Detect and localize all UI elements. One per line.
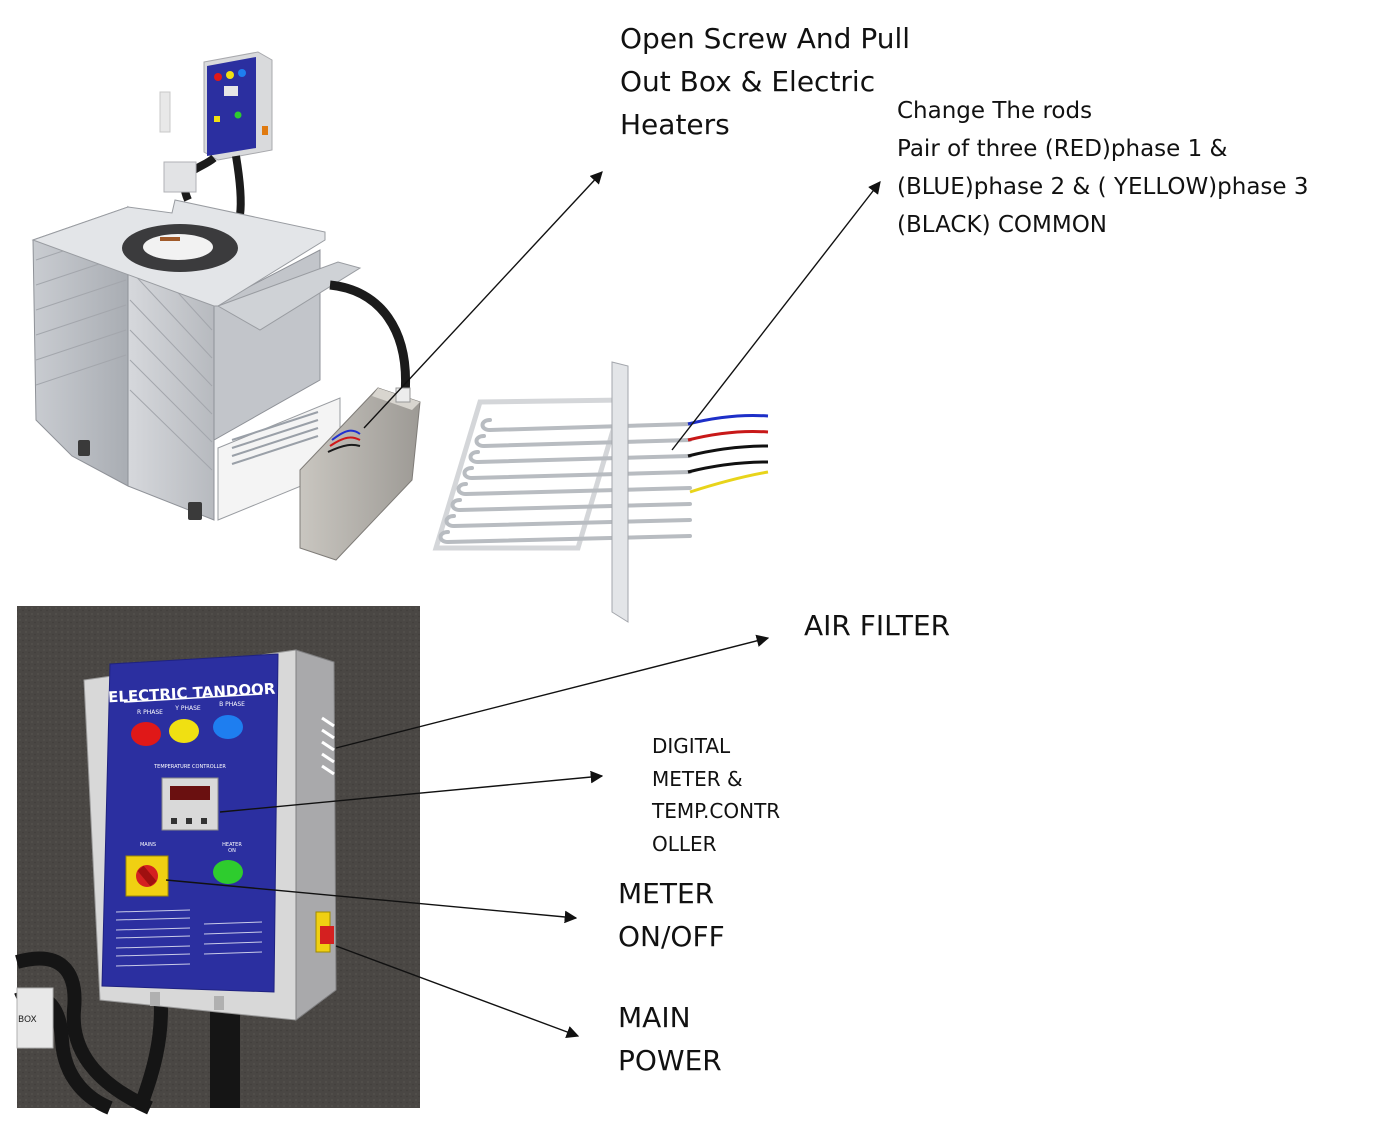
- arrow-main-power: [335, 945, 580, 1038]
- label-air-filter-line1: AIR FILTER: [804, 609, 951, 642]
- label-digital-meter: DIGITAL METER & TEMP.CONTR OLLER: [652, 730, 780, 860]
- mains-label: MAINS: [140, 842, 156, 848]
- arrow-change-rods: [671, 181, 881, 451]
- label-main-power-line2: POWER: [618, 1044, 722, 1077]
- label-digital-meter-line3: TEMP.CONTR: [652, 799, 781, 823]
- label-open-screw-line3: Heaters: [620, 108, 730, 141]
- heater-label: HEATER: [222, 842, 242, 848]
- label-digital-meter-line2: METER &: [652, 766, 743, 791]
- heater-on-label: ON: [228, 848, 236, 854]
- arrow-air-filter: [335, 634, 770, 749]
- label-change-rods-line3: (BLUE)phase 2 & ( YELLOW)phase 3: [897, 174, 1309, 200]
- label-meter-onoff: METER ON/OFF: [618, 872, 725, 958]
- control-panel-photo: [14, 606, 420, 1115]
- phase-label-r: R PHASE: [137, 709, 163, 716]
- arrow-digital-meter: [219, 770, 604, 813]
- label-change-rods-line2: Pair of three (RED)phase 1 &: [897, 136, 1228, 162]
- label-digital-meter-line1: DIGITAL: [652, 734, 731, 758]
- phase-label-b: B PHASE: [219, 701, 245, 708]
- tandoor-control-box: [203, 51, 273, 161]
- heater-rods-illustration: [432, 361, 769, 623]
- label-open-screw: Open Screw And Pull Out Box & Electric H…: [620, 17, 910, 146]
- arrow-open-screw: [363, 171, 603, 429]
- tandoor-unit-illustration: [31, 51, 421, 561]
- temp-controller-label: TEMPERATURE CONTROLLER: [153, 764, 226, 770]
- label-change-rods-line1: Change The rods: [897, 98, 1093, 124]
- box-tag: BOX: [18, 1015, 37, 1025]
- label-open-screw-line1: Open Screw And Pull: [620, 22, 911, 55]
- label-change-rods-line4: (BLACK) COMMON: [897, 212, 1108, 238]
- label-change-rods: Change The rods Pair of three (RED)phase…: [897, 92, 1309, 244]
- label-meter-onoff-line2: ON/OFF: [618, 920, 725, 953]
- label-digital-meter-line4: OLLER: [652, 831, 717, 856]
- label-main-power-line1: MAIN: [618, 1001, 691, 1034]
- label-meter-onoff-line1: METER: [618, 877, 715, 910]
- label-air-filter: AIR FILTER: [804, 604, 950, 647]
- label-open-screw-line2: Out Box & Electric: [620, 65, 876, 98]
- label-main-power: MAIN POWER: [618, 996, 722, 1082]
- phase-label-y: Y PHASE: [174, 705, 201, 712]
- callout-arrows: [165, 171, 881, 1038]
- arrow-meter-onoff: [165, 879, 578, 924]
